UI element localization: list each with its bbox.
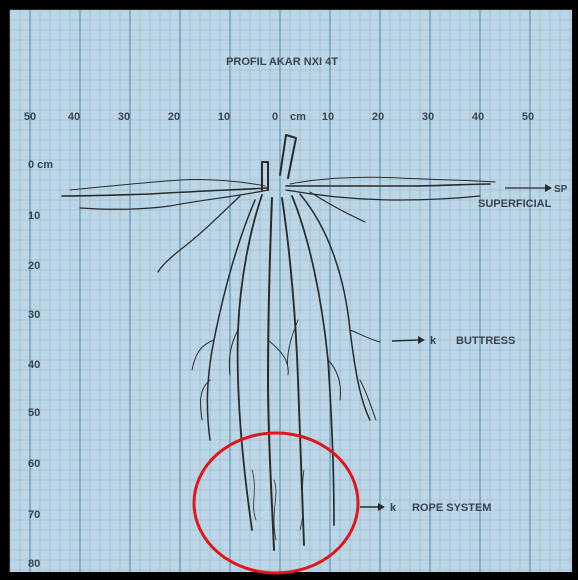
y-tick-40: 40 [28,359,40,371]
rope-system-label: ROPE SYSTEM [412,502,491,514]
buttress-marker: k [430,335,437,347]
y-tick-60: 60 [28,458,40,470]
graph-paper [10,10,572,572]
x-unit-label: cm [290,111,306,123]
y-tick-10: 10 [28,210,40,222]
x-tick-right-50: 50 [522,111,534,123]
x-tick-left-50: 50 [24,111,36,123]
diagram-title: PROFIL AKAR NXI 4T [226,56,338,68]
x-tick-right-20: 20 [372,111,384,123]
y-top-label: 0 cm [28,159,53,171]
arrow-buttress [392,340,418,341]
y-tick-80: 80 [28,558,40,570]
buttress-label: BUTTRESS [456,335,515,347]
x-tick-left-20: 20 [168,111,180,123]
x-tick-right-40: 40 [472,111,484,123]
x-tick-left-40: 40 [68,111,80,123]
y-tick-70: 70 [28,509,40,521]
superficial-label: SUPERFICIAL [478,198,552,210]
x-tick-left-10: 10 [218,111,230,123]
x-tick-right-10: 10 [322,111,334,123]
y-tick-30: 30 [28,309,40,321]
y-tick-20: 20 [28,260,40,272]
superficial-sup-label: SP [554,184,568,195]
rope-system-marker: k [390,502,397,514]
x-tick-left-30: 30 [118,111,130,123]
x-tick-right-30: 30 [422,111,434,123]
y-tick-50: 50 [28,407,40,419]
x-tick-center: 0 [272,111,278,123]
